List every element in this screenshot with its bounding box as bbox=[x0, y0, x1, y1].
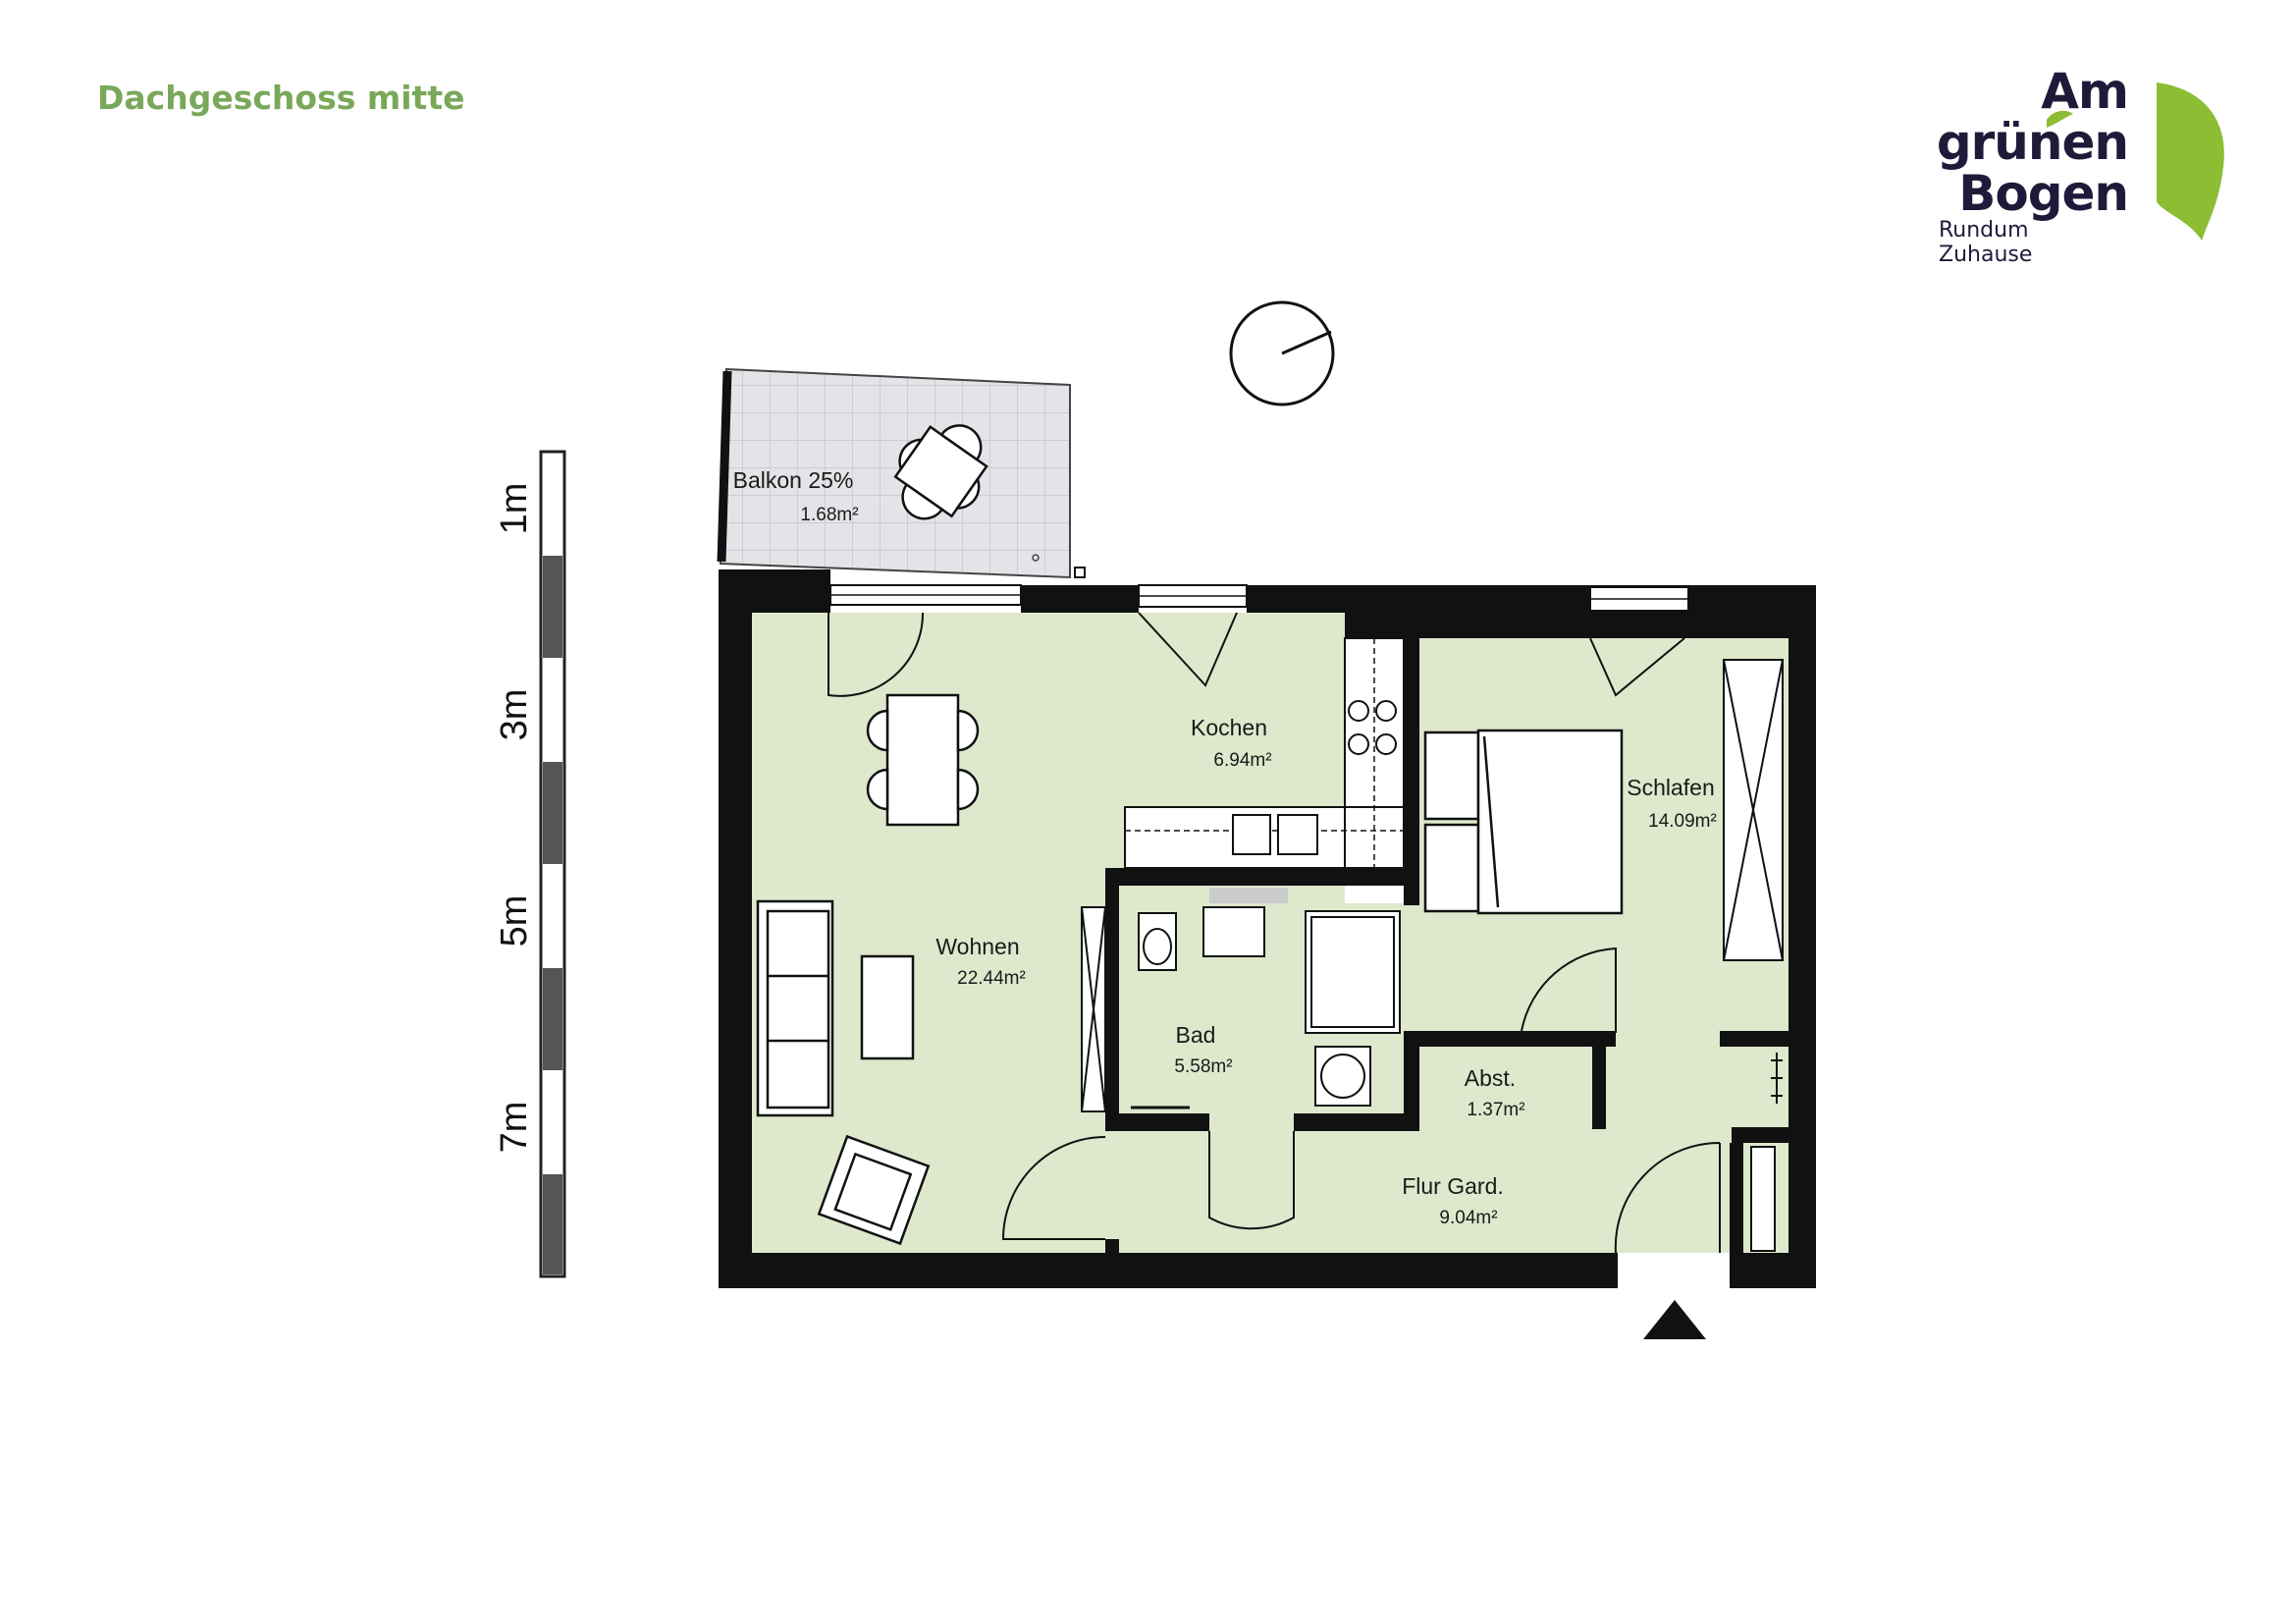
bed-icon bbox=[1423, 729, 1624, 915]
schlafen-name: Schlafen bbox=[1627, 775, 1715, 800]
radiator-icon bbox=[1771, 1053, 1783, 1104]
exterior-walls bbox=[719, 569, 1816, 1288]
logo-tagline: Rundum Zuhause bbox=[1939, 218, 2033, 267]
balkon-area: 1.68m² bbox=[800, 505, 858, 525]
balcony-table-icon bbox=[893, 424, 988, 520]
sink-icon bbox=[1232, 814, 1271, 855]
balcony: Balkon 25% 1.68m² bbox=[717, 367, 1086, 579]
stove-icon bbox=[1277, 814, 1318, 855]
window-wohnen bbox=[829, 584, 1022, 606]
schlafen-area: 14.09m² bbox=[1648, 811, 1717, 832]
kitchen-unit bbox=[1124, 637, 1405, 869]
balkon-name: Balkon 25% bbox=[733, 467, 854, 493]
page-title: Dachgeschoss mitte bbox=[97, 79, 465, 117]
door-swing-balcony bbox=[828, 612, 925, 697]
coffee-table-icon bbox=[860, 954, 915, 1060]
window-schlafen bbox=[1589, 586, 1689, 612]
door-entrance[interactable] bbox=[1614, 1141, 1721, 1254]
logo: Am grünen Bogen Rundum Zuhause bbox=[1936, 59, 2253, 267]
logo-word-am: Am bbox=[2041, 63, 2129, 120]
abst-name: Abst. bbox=[1465, 1065, 1516, 1091]
bad-name: Bad bbox=[1176, 1022, 1216, 1048]
scale-label-3m: 3m bbox=[494, 689, 535, 741]
scale-label-5m: 5m bbox=[494, 895, 535, 947]
wohnen-area: 22.44m² bbox=[957, 968, 1026, 989]
entrance-arrow-icon bbox=[1643, 1300, 1706, 1339]
door-bad[interactable] bbox=[1208, 1131, 1295, 1230]
washbasin-icon bbox=[1202, 906, 1265, 957]
armchair-icon bbox=[817, 1134, 931, 1246]
dining-table-icon bbox=[866, 693, 980, 827]
leaf-icon bbox=[2047, 82, 2224, 241]
wohnen-name: Wohnen bbox=[935, 934, 1019, 959]
window-kochen bbox=[1138, 584, 1248, 608]
bathroom-fixtures bbox=[1081, 888, 1401, 1112]
window-swing-kochen bbox=[1138, 612, 1238, 687]
window-swing-schlafen bbox=[1589, 637, 1685, 697]
scale-label-7m: 7m bbox=[494, 1102, 535, 1154]
interior-walls bbox=[1105, 638, 1789, 1253]
scale-bar: 1m 3m 5m 7m bbox=[494, 450, 566, 1278]
door-wohnen[interactable] bbox=[1001, 1136, 1106, 1240]
wardrobe-icon bbox=[1723, 659, 1784, 961]
kochen-area: 6.94m² bbox=[1213, 750, 1271, 771]
sofa-icon bbox=[756, 899, 834, 1117]
logo-word-bogen: Bogen bbox=[1958, 165, 2129, 222]
kochen-name: Kochen bbox=[1191, 715, 1267, 740]
flur-name: Flur Gard. bbox=[1402, 1173, 1504, 1199]
door-schlafen[interactable] bbox=[1521, 947, 1617, 1033]
scale-label-1m: 1m bbox=[494, 483, 535, 535]
compass-icon bbox=[1229, 300, 1335, 406]
bad-area: 5.58m² bbox=[1174, 1056, 1232, 1077]
abst-area: 1.37m² bbox=[1467, 1100, 1524, 1120]
flur-area: 9.04m² bbox=[1439, 1208, 1497, 1228]
logo-word-gruenen: grünen bbox=[1936, 114, 2129, 171]
coat-rack-icon bbox=[1750, 1146, 1776, 1252]
